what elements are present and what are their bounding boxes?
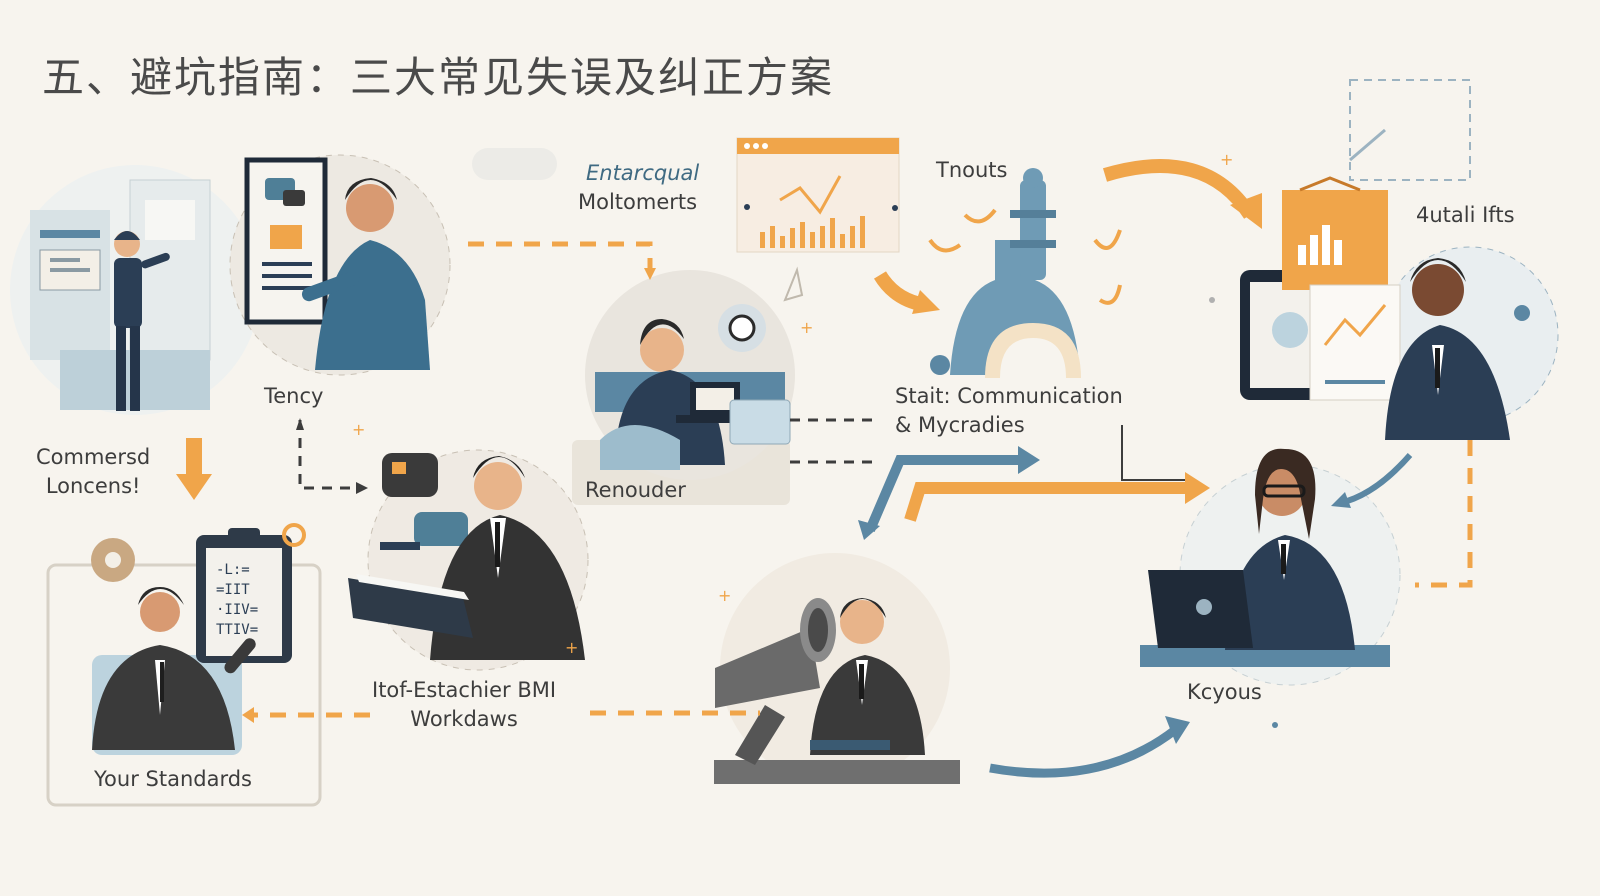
svg-text:+: + xyxy=(718,586,731,605)
label-kcyous: Kcyous xyxy=(1187,680,1262,704)
label-your-standards: Your Standards xyxy=(94,767,252,791)
gear-icon xyxy=(282,523,306,547)
chart-icon xyxy=(760,175,865,248)
svg-text:TTIV=: TTIV= xyxy=(216,622,258,638)
svg-text:+: + xyxy=(1220,150,1233,169)
laptop-woman-scene xyxy=(1140,448,1401,686)
label-commersd: Commersd Loncens! xyxy=(36,445,151,498)
analytics-scene xyxy=(1240,79,1559,440)
label-renouder: Renouder xyxy=(585,478,686,502)
standards-scene: -L:= =IIT ·IIV= TTIV= xyxy=(46,523,322,807)
label-itof-workdaws: Itof-Estachier BMI Workdaws xyxy=(372,678,557,731)
label-stait-communication: Stait: Communication & Mycradies xyxy=(895,384,1123,437)
svg-text:+: + xyxy=(800,318,813,337)
svg-text:=IIT: =IIT xyxy=(216,582,250,598)
office-scene xyxy=(10,165,260,415)
svg-text:+: + xyxy=(352,420,365,439)
label-moltomerts: Moltomerts xyxy=(578,190,698,214)
svg-text:-L:=: -L:= xyxy=(216,562,250,578)
label-utali: 4utali Ifts xyxy=(1416,203,1515,227)
svg-text:·IIV=: ·IIV= xyxy=(216,602,258,618)
svg-text:+: + xyxy=(565,638,578,657)
chart-window xyxy=(736,137,900,302)
connectors xyxy=(176,159,1473,778)
megaphone-scene xyxy=(714,553,960,784)
board-scene xyxy=(229,154,451,376)
page-title: 五、避坑指南：三大常见失误及纠正方案 xyxy=(42,53,835,102)
decorations: + + + + + xyxy=(352,148,1278,728)
label-entarcqual: Entarcqual xyxy=(586,161,700,185)
label-tency: Tency xyxy=(264,384,324,408)
label-tnouts: Tnouts xyxy=(936,158,1008,182)
folder-scene xyxy=(348,449,589,671)
laptop-icon xyxy=(1148,570,1253,648)
tower-icon xyxy=(928,168,1122,378)
megaphone-icon xyxy=(715,598,836,708)
laptop-scene xyxy=(572,270,795,505)
